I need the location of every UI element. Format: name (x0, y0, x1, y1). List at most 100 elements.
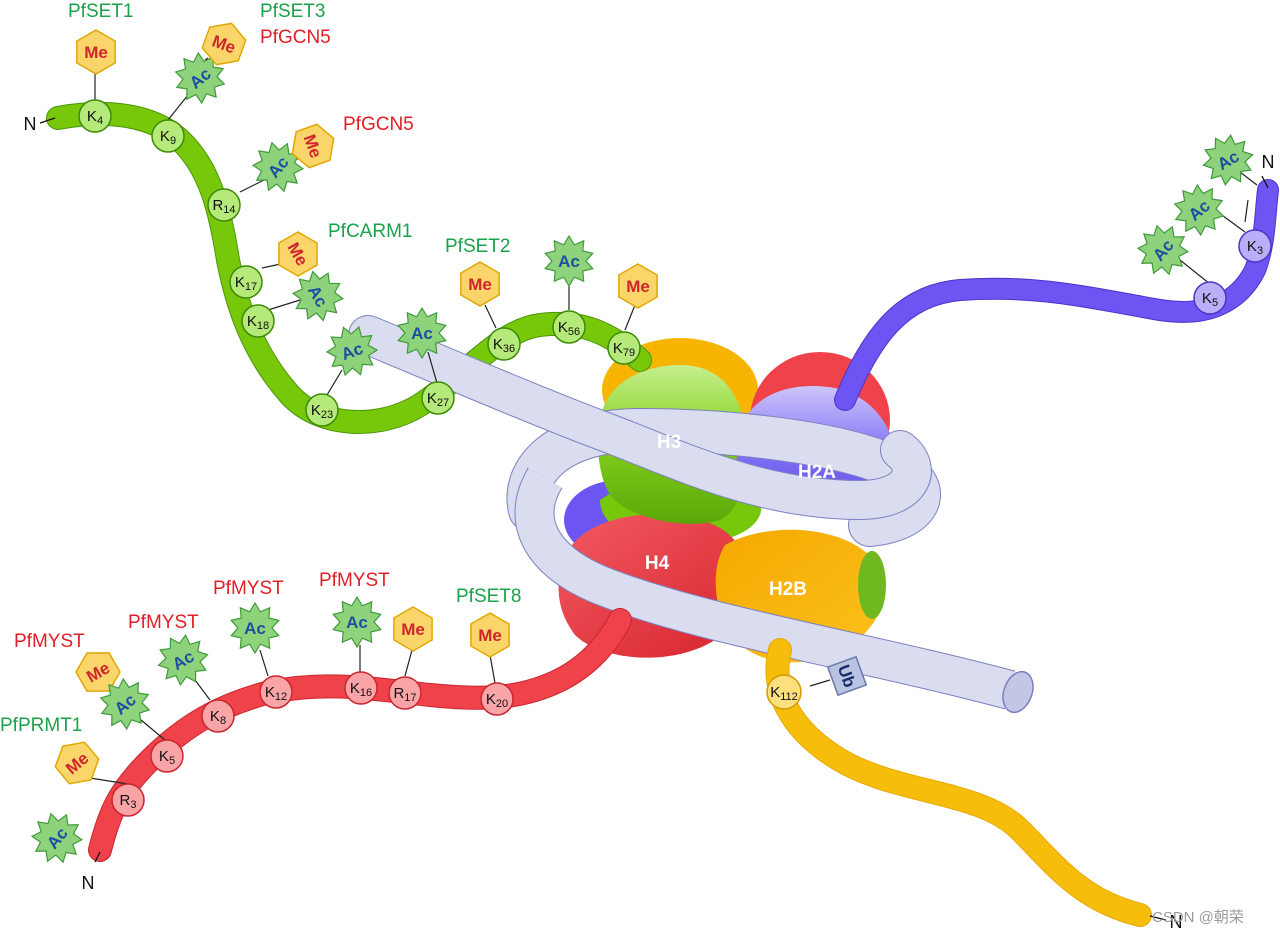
h3-residue-label: K4 (87, 108, 103, 127)
h2b-green-edge (858, 551, 886, 619)
methylation-mark: Me (460, 261, 500, 307)
enzyme-label: PfGCN5 (343, 114, 414, 135)
acetylation-mark: Ac (1173, 183, 1225, 237)
watermark: CSDN @朝荣 (1152, 909, 1244, 926)
h4-residue-label: K12 (265, 684, 287, 703)
methylation-mark: Me (201, 22, 247, 66)
h4-residue: R3 (111, 783, 145, 817)
acetylation-mark: Ac (157, 633, 209, 687)
h3-residue-label: K27 (427, 390, 449, 409)
h3-residue-label: K36 (493, 336, 515, 355)
h3-residue-label: K79 (613, 340, 635, 359)
h4-n-terminus: N (82, 851, 101, 893)
enzyme-label: PfCARM1 (328, 221, 412, 242)
h2a-residue-label: K5 (1202, 290, 1218, 309)
h2b-residue: K112 (766, 674, 802, 710)
h3-n-label: N (24, 114, 37, 134)
svg-text:Ac: Ac (346, 613, 368, 632)
svg-text:Me: Me (401, 620, 425, 639)
dna-end-cap (1002, 670, 1034, 714)
methylation-mark: Me (291, 123, 335, 169)
h4-n-label: N (82, 873, 95, 893)
acetylation-mark: Ac (230, 601, 280, 655)
h2a-residue: K5 (1193, 281, 1227, 315)
dna-front-lower-fill (515, 468, 1015, 709)
h2b-label: H2B (769, 579, 807, 600)
h4-residue-label: K5 (159, 748, 175, 767)
h4-residue: R17 (388, 676, 422, 710)
h3-n-terminus: N (24, 114, 56, 134)
acetylation-mark: Ac (99, 677, 151, 731)
methylation-mark: Me (618, 263, 658, 309)
svg-text:Me: Me (468, 275, 492, 294)
acetylation-mark: Ac (332, 595, 382, 649)
h3-residue: K4 (78, 99, 112, 133)
h2a-label: H2A (798, 462, 836, 483)
h2b-n-label: N (1170, 912, 1183, 932)
enzyme-label: PfMYST (14, 631, 85, 652)
enzyme-labels: PfSET1 PfSET3 PfGCN5 PfGCN5 PfCARM1 PfSE… (0, 1, 521, 736)
h4-residue: K12 (259, 675, 293, 709)
svg-text:Ac: Ac (244, 619, 266, 638)
h3-residue: K56 (552, 310, 586, 344)
svg-text:Me: Me (478, 626, 502, 645)
methylation-mark: Me (76, 29, 116, 75)
h2a-residue-label: K3 (1247, 238, 1263, 257)
h3-residue-label: K9 (160, 128, 176, 147)
h3-residue-label: K18 (247, 313, 269, 332)
enzyme-label: PfMYST (319, 570, 390, 591)
acetylation-mark: Ac (325, 325, 379, 377)
h3-residue: K23 (305, 393, 339, 427)
enzyme-label: PfSET8 (456, 586, 521, 607)
acetylation-mark: Ac (174, 51, 226, 105)
enzyme-label: PfMYST (128, 612, 199, 633)
h2a-n-terminus: N (1261, 152, 1275, 189)
h2a-residue: K3 (1238, 229, 1272, 263)
h2b-n-terminus: N (1149, 912, 1183, 932)
acetylation-mark: Ac (291, 270, 345, 322)
dna-front-upper-fill (349, 316, 931, 520)
h3-residue: R14 (207, 188, 241, 222)
acetylation-mark: Ac (251, 141, 305, 193)
svg-text:Me: Me (84, 43, 108, 62)
h4-residue-label: K20 (486, 691, 508, 710)
h2b-tail-fill (766, 639, 1151, 926)
h4-residue: K5 (150, 739, 184, 773)
enzyme-label: PfGCN5 (260, 27, 331, 48)
h4-residue-label: K16 (350, 680, 372, 699)
acetylation-mark: Ac (397, 306, 447, 360)
svg-text:Me: Me (626, 277, 650, 296)
enzyme-label: PfSET3 (260, 1, 325, 22)
h3-residue-label: R14 (212, 197, 235, 216)
enzyme-label: PfSET2 (445, 236, 510, 257)
h4-residue-label: R17 (393, 685, 416, 704)
svg-text:Ac: Ac (558, 252, 580, 271)
h3-residue: K17 (229, 265, 263, 299)
acetylation-mark: Ac (30, 812, 84, 864)
methylation-mark: Me (75, 652, 121, 692)
h4-residue: K16 (344, 671, 378, 705)
methylation-mark: Me (54, 741, 100, 785)
h4-residue: K20 (480, 682, 514, 716)
ubiquitination-mark: Ub (826, 655, 868, 697)
enzyme-label: PfPRMT1 (0, 715, 82, 736)
acetylation-mark: Ac (544, 234, 594, 288)
h3-residue: K36 (487, 327, 521, 361)
h3-residue: K27 (421, 381, 455, 415)
enzyme-label: PfSET1 (68, 1, 133, 22)
h3-residue: K18 (241, 304, 275, 338)
svg-text:Ac: Ac (411, 324, 433, 343)
h3-residue-label: K56 (558, 319, 580, 338)
h4-residue: K8 (201, 699, 235, 733)
h3-label: H3 (657, 432, 681, 453)
h2a-n-label: N (1262, 152, 1275, 172)
h4-residue-label: R3 (120, 792, 137, 811)
h3-residue-label: K17 (235, 274, 257, 293)
methylation-mark: Me (393, 606, 433, 652)
methylation-mark: Me (470, 612, 510, 658)
h4-label: H4 (645, 553, 670, 574)
acetylation-mark: Ac (1202, 133, 1254, 187)
methylation-mark: Me (278, 231, 318, 277)
